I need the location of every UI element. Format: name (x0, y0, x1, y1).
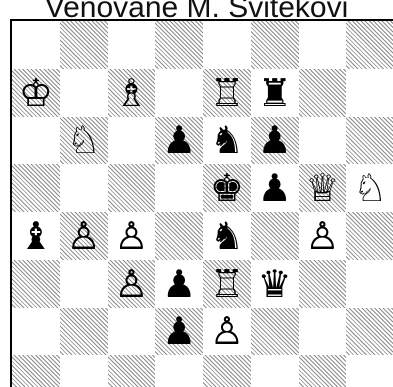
square-f3[interactable]: ♛ (251, 260, 299, 308)
white-pawn-icon[interactable]: ♙ (60, 212, 108, 260)
square-e8[interactable] (203, 21, 251, 69)
square-f4[interactable] (251, 212, 299, 260)
white-rook-icon[interactable]: ♖ (203, 69, 251, 117)
black-pawn-icon[interactable]: ♟ (155, 117, 203, 165)
white-queen-icon[interactable]: ♕ (299, 164, 347, 212)
square-d8[interactable] (155, 21, 203, 69)
square-g2[interactable] (299, 308, 347, 356)
white-pawn-icon[interactable]: ♙ (299, 212, 347, 260)
square-d6[interactable]: ♟ (155, 117, 203, 165)
square-d2[interactable]: ♟ (155, 308, 203, 356)
square-d5[interactable] (155, 164, 203, 212)
square-d7[interactable] (155, 69, 203, 117)
square-c6[interactable] (108, 117, 156, 165)
square-b1[interactable] (60, 355, 108, 387)
square-e2[interactable]: ♙ (203, 308, 251, 356)
white-bishop-icon[interactable]: ♗ (108, 69, 156, 117)
square-b2[interactable] (60, 308, 108, 356)
white-knight-icon[interactable]: ♘ (346, 164, 393, 212)
square-b3[interactable] (60, 260, 108, 308)
square-f6[interactable]: ♟ (251, 117, 299, 165)
square-c2[interactable] (108, 308, 156, 356)
square-a8[interactable] (12, 21, 60, 69)
white-pawn-icon[interactable]: ♙ (108, 260, 156, 308)
square-b5[interactable] (60, 164, 108, 212)
square-f2[interactable] (251, 308, 299, 356)
square-g4[interactable]: ♙ (299, 212, 347, 260)
square-f7[interactable]: ♜ (251, 69, 299, 117)
black-pawn-icon[interactable]: ♟ (155, 308, 203, 356)
square-e4[interactable]: ♞ (203, 212, 251, 260)
square-g3[interactable] (299, 260, 347, 308)
black-king-icon[interactable]: ♚ (203, 164, 251, 212)
white-knight-icon[interactable]: ♘ (60, 117, 108, 165)
square-f5[interactable]: ♟ (251, 164, 299, 212)
square-b6[interactable]: ♘ (60, 117, 108, 165)
black-queen-icon[interactable]: ♛ (251, 260, 299, 308)
square-a4[interactable]: ♝ (12, 212, 60, 260)
square-a7[interactable]: ♔ (12, 69, 60, 117)
square-h7[interactable] (346, 69, 393, 117)
chess-board[interactable]: ♔♗♖♜♘♟♞♟♚♟♕♘♝♙♙♞♙♙♟♖♛♟♙ (10, 19, 393, 387)
white-rook-icon[interactable]: ♖ (203, 260, 251, 308)
square-b4[interactable]: ♙ (60, 212, 108, 260)
square-d1[interactable] (155, 355, 203, 387)
square-e1[interactable] (203, 355, 251, 387)
square-h5[interactable]: ♘ (346, 164, 393, 212)
square-g8[interactable] (299, 21, 347, 69)
square-g5[interactable]: ♕ (299, 164, 347, 212)
black-pawn-icon[interactable]: ♟ (251, 117, 299, 165)
square-h3[interactable] (346, 260, 393, 308)
square-h8[interactable] (346, 21, 393, 69)
black-pawn-icon[interactable]: ♟ (251, 164, 299, 212)
square-h6[interactable] (346, 117, 393, 165)
square-e6[interactable]: ♞ (203, 117, 251, 165)
square-d3[interactable]: ♟ (155, 260, 203, 308)
square-c4[interactable]: ♙ (108, 212, 156, 260)
white-pawn-icon[interactable]: ♙ (108, 212, 156, 260)
square-a3[interactable] (12, 260, 60, 308)
white-king-icon[interactable]: ♔ (12, 69, 60, 117)
white-pawn-icon[interactable]: ♙ (203, 308, 251, 356)
square-h2[interactable] (346, 308, 393, 356)
square-c8[interactable] (108, 21, 156, 69)
square-c3[interactable]: ♙ (108, 260, 156, 308)
square-g1[interactable] (299, 355, 347, 387)
black-knight-icon[interactable]: ♞ (203, 212, 251, 260)
square-f1[interactable] (251, 355, 299, 387)
square-a2[interactable] (12, 308, 60, 356)
black-pawn-icon[interactable]: ♟ (155, 260, 203, 308)
square-c5[interactable] (108, 164, 156, 212)
square-h1[interactable] (346, 355, 393, 387)
square-b8[interactable] (60, 21, 108, 69)
square-h4[interactable] (346, 212, 393, 260)
square-e5[interactable]: ♚ (203, 164, 251, 212)
black-bishop-icon[interactable]: ♝ (12, 212, 60, 260)
square-b7[interactable] (60, 69, 108, 117)
square-g6[interactable] (299, 117, 347, 165)
square-e7[interactable]: ♖ (203, 69, 251, 117)
square-a6[interactable] (12, 117, 60, 165)
black-rook-icon[interactable]: ♜ (251, 69, 299, 117)
square-d4[interactable] (155, 212, 203, 260)
square-g7[interactable] (299, 69, 347, 117)
square-f8[interactable] (251, 21, 299, 69)
square-c1[interactable] (108, 355, 156, 387)
square-a5[interactable] (12, 164, 60, 212)
square-a1[interactable] (12, 355, 60, 387)
black-knight-icon[interactable]: ♞ (203, 117, 251, 165)
square-c7[interactable]: ♗ (108, 69, 156, 117)
square-e3[interactable]: ♖ (203, 260, 251, 308)
